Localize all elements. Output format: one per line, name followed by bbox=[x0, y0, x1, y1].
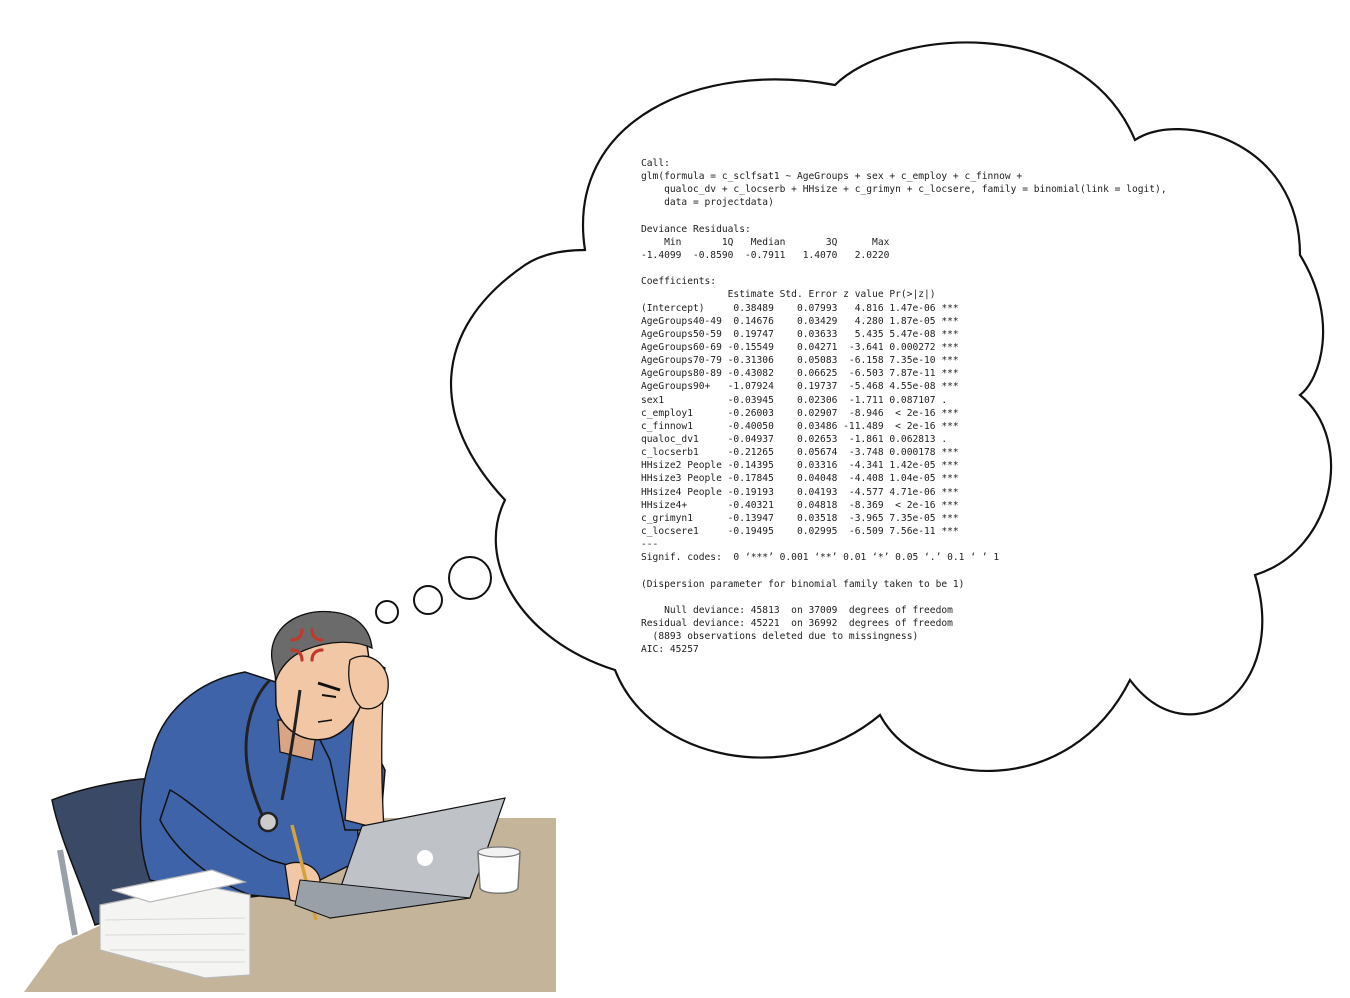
thought-cloud bbox=[450, 41, 1332, 772]
console-line: AgeGroups50-59 0.19747 0.03633 5.435 5.4… bbox=[641, 328, 959, 340]
console-line: HHsize3 People -0.17845 0.04048 -4.408 1… bbox=[641, 473, 959, 485]
doctor-brow bbox=[317, 681, 341, 692]
console-line: AgeGroups90+ -1.07924 0.19737 -5.468 4.5… bbox=[641, 381, 959, 393]
console-line: Coefficients: bbox=[641, 276, 717, 288]
doctor-eye bbox=[321, 694, 337, 698]
console-line: AgeGroups70-79 -0.31306 0.05083 -6.158 7… bbox=[641, 355, 959, 367]
doctor-left-hand bbox=[348, 655, 389, 710]
thought-bubble-small bbox=[375, 600, 399, 624]
console-line: Deviance Residuals: bbox=[641, 223, 751, 235]
console-line: glm(formula = c_sclfsat1 ~ AgeGroups + s… bbox=[641, 171, 1023, 183]
console-line: HHsize4+ -0.40321 0.04818 -8.369 < 2e-16… bbox=[641, 499, 959, 511]
console-line: c_finnow1 -0.40050 0.03486 -11.489 < 2e-… bbox=[641, 420, 959, 432]
doctor-hair bbox=[271, 610, 373, 683]
console-line: qualoc_dv1 -0.04937 0.02653 -1.861 0.062… bbox=[641, 433, 948, 445]
console-line: Estimate Std. Error z value Pr(>|z|) bbox=[641, 289, 936, 301]
console-line bbox=[641, 591, 1167, 604]
console-line: Call: bbox=[641, 158, 670, 169]
r-glm-summary-output: Call: glm(formula = c_sclfsat1 ~ AgeGroup… bbox=[641, 157, 1167, 656]
chair-leg bbox=[57, 849, 78, 936]
console-line: Signif. codes: 0 ‘***’ 0.001 ‘**’ 0.01 ‘… bbox=[641, 552, 1000, 564]
laptop-logo-icon bbox=[417, 850, 433, 866]
console-line: Residual deviance: 45221 on 36992 degree… bbox=[641, 617, 953, 629]
thought-bubble-medium bbox=[413, 585, 443, 615]
console-line: AgeGroups40-49 0.14676 0.03429 4.280 1.8… bbox=[641, 315, 959, 327]
console-line: AgeGroups80-89 -0.43082 0.06625 -6.503 7… bbox=[641, 368, 959, 380]
console-line: AIC: 45257 bbox=[641, 644, 699, 656]
console-line: c_grimyn1 -0.13947 0.03518 -3.965 7.35e-… bbox=[641, 512, 959, 524]
console-line: -1.4099 -0.8590 -0.7911 1.4070 2.0220 bbox=[641, 249, 890, 261]
paper-stack bbox=[99, 869, 251, 979]
console-line: (Dispersion parameter for binomial famil… bbox=[641, 578, 965, 590]
console-line bbox=[641, 564, 1167, 577]
console-line: (Intercept) 0.38489 0.07993 4.816 1.47e-… bbox=[641, 302, 959, 314]
console-line: (8893 observations deleted due to missin… bbox=[641, 631, 919, 643]
console-line: AgeGroups60-69 -0.15549 0.04271 -3.641 0… bbox=[641, 341, 959, 353]
anger-mark-icon bbox=[290, 628, 324, 662]
console-line: --- bbox=[641, 539, 659, 551]
coffee-mug bbox=[477, 851, 521, 894]
console-line: c_employ1 -0.26003 0.02907 -8.946 < 2e-1… bbox=[641, 407, 959, 419]
console-line: HHsize2 People -0.14395 0.03316 -4.341 1… bbox=[641, 460, 959, 472]
console-line: data = projectdata) bbox=[641, 197, 774, 209]
doctor-mouth bbox=[317, 719, 333, 723]
console-line: sex1 -0.03945 0.02306 -1.711 0.087107 . bbox=[641, 394, 948, 406]
laptop-base bbox=[294, 879, 471, 919]
coffee-mug-rim bbox=[477, 846, 521, 858]
console-line: qualoc_dv + c_locserb + HHsize + c_grimy… bbox=[641, 184, 1167, 196]
console-line: c_locsere1 -0.19495 0.02995 -6.509 7.56e… bbox=[641, 525, 959, 537]
thought-bubble-large bbox=[448, 556, 492, 600]
stethoscope-icon bbox=[244, 678, 302, 829]
console-line bbox=[641, 210, 1167, 223]
console-line: Null deviance: 45813 on 37009 degrees of… bbox=[641, 604, 953, 616]
console-line bbox=[641, 262, 1167, 275]
console-line: c_locserb1 -0.21265 0.05674 -3.748 0.000… bbox=[641, 447, 959, 459]
console-line: HHsize4 People -0.19193 0.04193 -4.577 4… bbox=[641, 486, 959, 498]
stethoscope-chestpiece bbox=[257, 811, 279, 833]
console-line: Min 1Q Median 3Q Max bbox=[641, 236, 890, 248]
